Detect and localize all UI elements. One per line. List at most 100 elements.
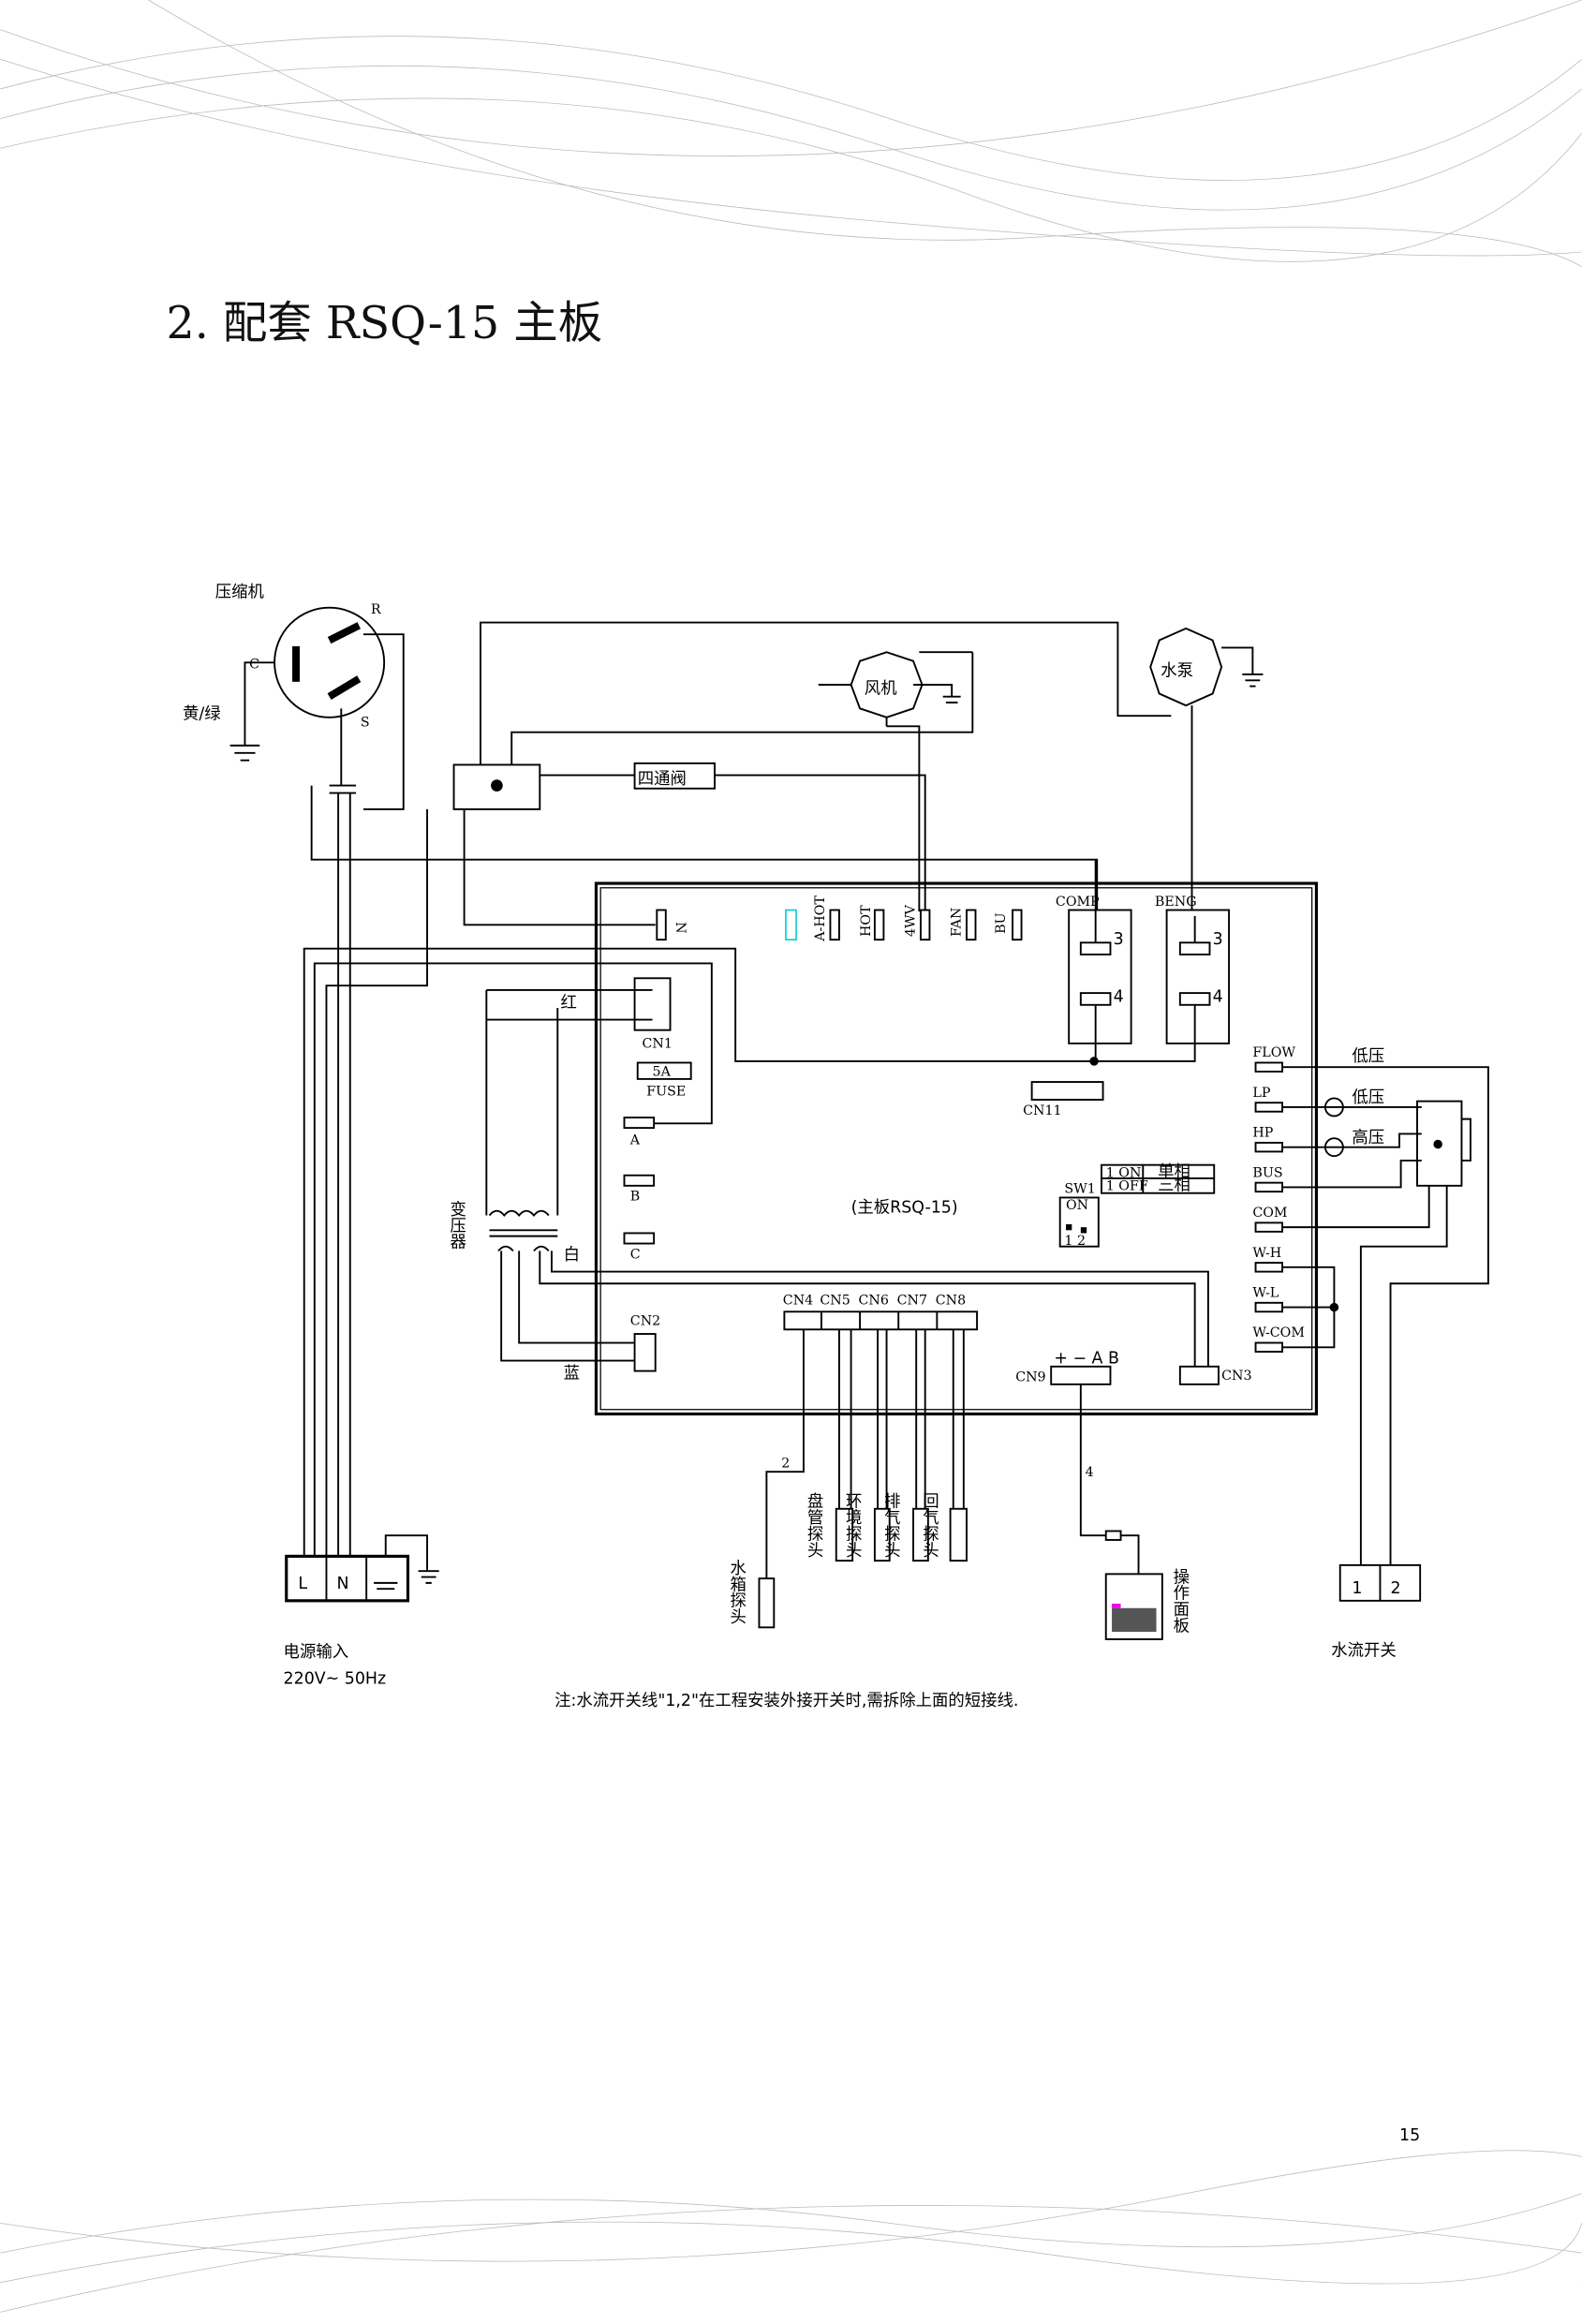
sw1-pos-label: 1 2	[1064, 1234, 1086, 1249]
control-panel	[1104, 1573, 1163, 1640]
exhaust-probe	[912, 1507, 929, 1562]
power-input-label: 电源输入	[284, 1643, 349, 1662]
wiring-note: 注:水流开关线"1,2"在工程安装外接开关时,需拆除上面的短接线.	[554, 1692, 1018, 1710]
cn6-label: CN6	[858, 1293, 888, 1308]
sw-row1-setting: 1 ON	[1106, 1165, 1142, 1180]
wire-blue-label: 蓝	[564, 1365, 580, 1384]
terminal-n-label: N	[673, 922, 688, 933]
low-pressure-label-2: 低压	[1352, 1088, 1384, 1107]
low-pressure-label-1: 低压	[1352, 1047, 1384, 1066]
cn11-label: CN11	[1023, 1103, 1061, 1118]
power-terminal	[285, 1554, 410, 1603]
terminal-hot-label: HOT	[859, 905, 874, 937]
terminal-ahot-label: A-HOT	[813, 896, 828, 942]
terminal-n	[656, 909, 667, 941]
relay-comp-pin4: 4	[1114, 988, 1124, 1007]
comp-s-label: S	[361, 715, 370, 730]
power-l-label: L	[298, 1575, 307, 1593]
coil-probe	[835, 1507, 854, 1562]
sw1-dip-switch[interactable]	[1058, 1196, 1100, 1248]
terminal-hp-label: HP	[1252, 1126, 1273, 1141]
terminal-b-label: B	[630, 1190, 640, 1205]
power-spec-label: 220V~ 50Hz	[284, 1669, 387, 1688]
terminal-bus-label: BUS	[1252, 1165, 1282, 1180]
cn4-label: CN4	[783, 1293, 813, 1308]
cn7-label: CN7	[897, 1293, 927, 1308]
terminal-bu-label: BU	[994, 912, 1009, 933]
sw1-table: 1 ON 单相 1 OFF 三相	[1101, 1162, 1216, 1195]
cn2-label: CN2	[630, 1314, 660, 1329]
page-number: 15	[1399, 2126, 1420, 2145]
relay-comp	[1068, 909, 1132, 1044]
cn1-connector	[633, 977, 672, 1031]
cn11-connector	[1030, 1081, 1104, 1101]
terminal-wcom-label: W-COM	[1252, 1325, 1305, 1340]
terminal-wl-label: W-L	[1252, 1285, 1279, 1300]
sw1-label: SW1	[1064, 1182, 1095, 1197]
valve-label: 四通阀	[638, 770, 687, 789]
cn8-label: CN8	[936, 1293, 966, 1308]
coil-probe-label: 盘管探头	[805, 1492, 823, 1558]
relay-beng	[1165, 909, 1231, 1044]
flow-switch-label: 水流开关	[1331, 1641, 1397, 1660]
terminal-com-label: COM	[1252, 1206, 1287, 1221]
probe-connectors: CN4 CN5 CN6 CN7 CN8	[765, 1293, 979, 1579]
fan-motor	[850, 651, 924, 718]
four-way-valve	[633, 762, 716, 790]
relay-beng-pin4: 4	[1213, 988, 1223, 1007]
board-name: (主板RSQ-15)	[851, 1198, 958, 1217]
cn1-label: CN1	[642, 1037, 672, 1052]
env-probe	[873, 1507, 891, 1562]
fan-label: 风机	[865, 680, 897, 699]
relay-beng-label: BENG	[1155, 895, 1197, 910]
comp-r-label: R	[371, 602, 382, 617]
sw1-on-label: ON	[1066, 1198, 1088, 1213]
sw-row2-setting: 1 OFF	[1106, 1179, 1148, 1194]
terminal-lp-label: LP	[1252, 1086, 1270, 1101]
sw-row2-desc: 三相	[1158, 1177, 1190, 1195]
return-probe-label: 回气探头	[920, 1492, 939, 1558]
wire-count-2: 2	[781, 1456, 790, 1471]
terminal-fan-label: FAN	[950, 908, 965, 937]
ground-color-label: 黄/绿	[183, 704, 221, 723]
transformer-label: 变压器	[448, 1201, 466, 1250]
flow-switch-pin1: 1	[1352, 1579, 1362, 1598]
panel-label: 操作面板	[1171, 1568, 1190, 1634]
flow-switch-pin2: 2	[1391, 1579, 1401, 1598]
exhaust-probe-label: 排气探头	[881, 1492, 900, 1558]
right-terminals: FLOW LP HP BUS COM W-H W-L W-COM	[1252, 1045, 1305, 1353]
fuse-value: 5A	[653, 1065, 672, 1080]
transformer	[488, 1209, 1209, 1376]
power-n-label: N	[337, 1575, 349, 1593]
page-title: 2. 配套 RSQ-15 主板	[167, 298, 603, 349]
terminal-flow-label: FLOW	[1252, 1045, 1295, 1060]
water-pump	[1149, 627, 1223, 707]
relay-beng-pin3: 3	[1213, 930, 1223, 949]
sw-row1-desc: 单相	[1158, 1162, 1190, 1181]
cn2-connector	[633, 1333, 657, 1372]
terminal-a-label: A	[629, 1133, 641, 1148]
tank-probe	[758, 1577, 776, 1629]
top-terminals: A-HOT HOT 4WV FAN BU	[813, 896, 1023, 942]
cn9-connector	[1050, 1365, 1112, 1385]
tank-probe-label: 水箱探头	[728, 1560, 747, 1625]
compressor-symbol	[274, 606, 386, 718]
relay-comp-label: COMP	[1056, 895, 1100, 910]
comp-c-label: C	[249, 658, 259, 673]
terminal-c-label: C	[630, 1247, 641, 1262]
relay-comp-pin3: 3	[1114, 930, 1124, 949]
env-probe-label: 环境探头	[843, 1492, 862, 1558]
header-wave-decoration	[0, 0, 1582, 268]
wire-red-label: 红	[560, 994, 576, 1013]
return-probe	[949, 1507, 968, 1562]
terminal-4wv-label: 4WV	[904, 904, 919, 937]
compressor-label: 压缩机	[215, 584, 265, 602]
pump-label: 水泵	[1161, 662, 1193, 681]
cn9-pins-label: + − A B	[1054, 1350, 1119, 1369]
cn3-connector	[1178, 1365, 1220, 1385]
fuse	[636, 1061, 692, 1080]
cn9-label: CN9	[1015, 1370, 1045, 1385]
cn5-label: CN5	[820, 1293, 850, 1308]
main-board	[594, 881, 1318, 1416]
